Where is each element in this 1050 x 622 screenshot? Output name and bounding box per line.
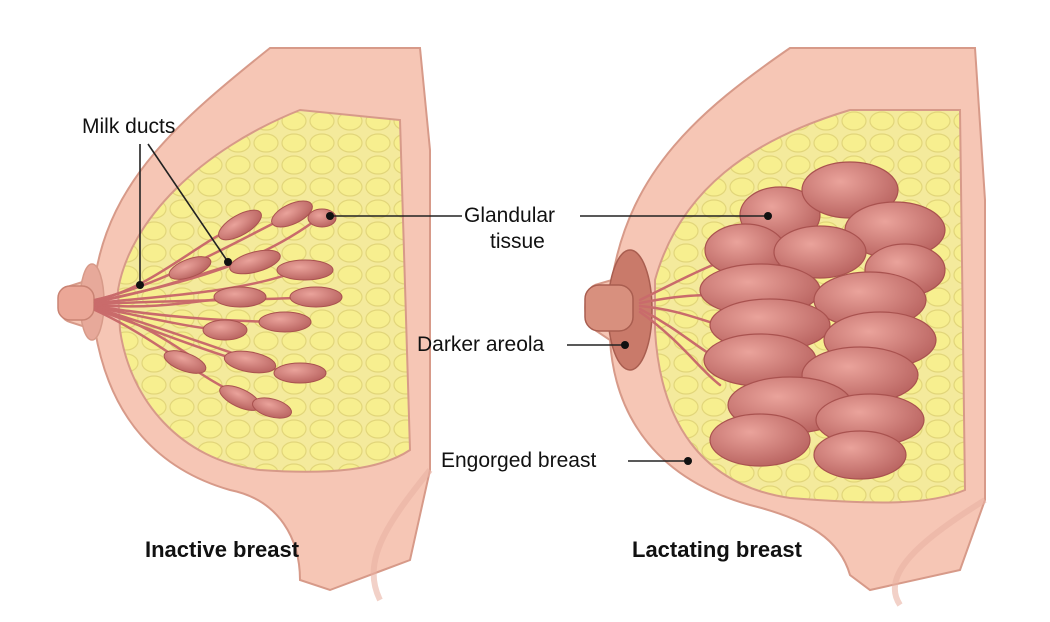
milk-ducts-label: Milk ducts: [82, 115, 176, 138]
inactive-fat-pad: [116, 108, 412, 473]
inactive-breast-caption: Inactive breast: [145, 537, 300, 562]
leader-lines: [139, 143, 768, 462]
lactating-nipple: [584, 284, 634, 332]
leader-dots: [136, 212, 772, 465]
engorged-breast-label: Engorged breast: [441, 449, 597, 472]
inactive-breast: [57, 47, 433, 602]
lactating-breast-caption: Lactating breast: [632, 537, 802, 562]
lactating-breast: [584, 47, 987, 607]
lactating-glandular-tissue: [699, 161, 946, 480]
inactive-nipple: [57, 285, 95, 321]
glandular-tissue-label-line1: Glandular: [464, 204, 556, 227]
darker-areola-label: Darker areola: [417, 333, 545, 356]
glandular-tissue-label-line2: tissue: [490, 230, 545, 253]
